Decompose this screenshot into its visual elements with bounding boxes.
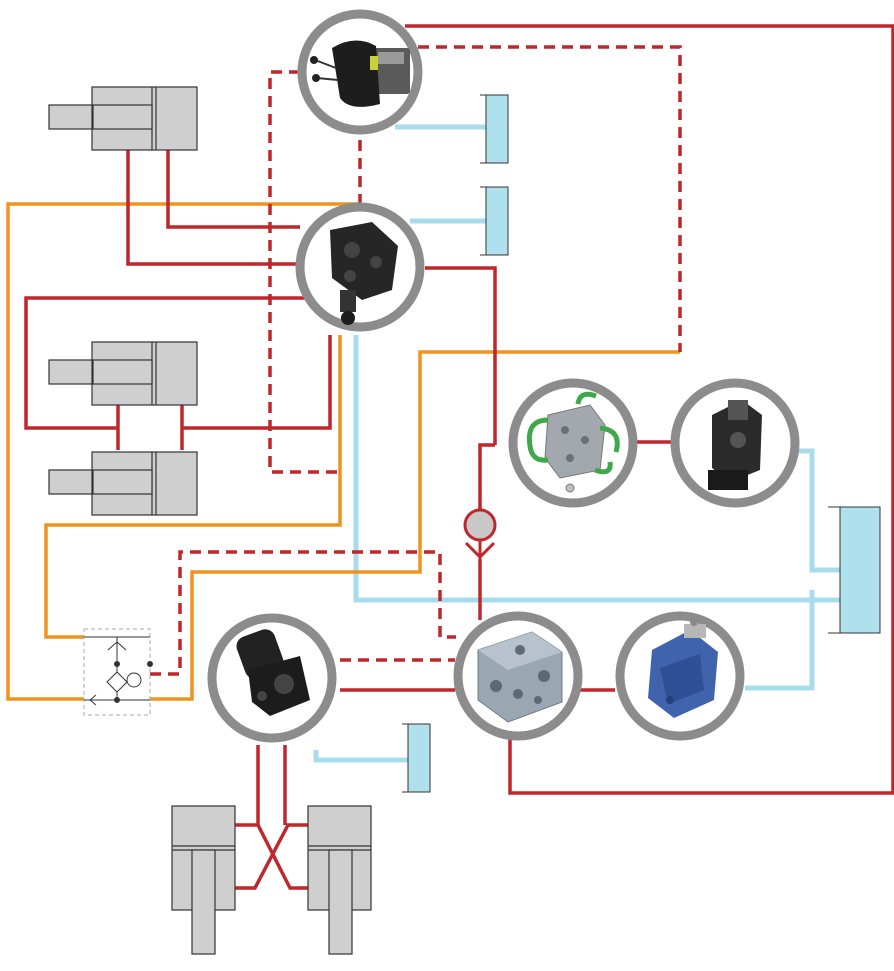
pressure-lines xyxy=(24,24,894,890)
cylinder-middle-lower xyxy=(48,451,198,516)
cylinder-middle-upper xyxy=(48,341,198,406)
return-line-main xyxy=(353,335,840,603)
pilot-lines xyxy=(6,202,680,701)
return-lines xyxy=(313,124,840,763)
steering-unit-icon xyxy=(330,222,398,325)
pilot-line-outer xyxy=(6,202,360,701)
pilot-line-inner xyxy=(150,350,680,701)
joystick-icon xyxy=(310,40,410,107)
return-line-orbital-tank xyxy=(313,750,408,763)
component-pump xyxy=(615,611,745,741)
component-orbital-motor xyxy=(207,613,337,743)
tank-main xyxy=(828,506,881,634)
tank-bottom xyxy=(402,723,431,793)
pilot-line-left xyxy=(44,335,342,639)
check-valve xyxy=(463,508,497,560)
return-line-pump-tank xyxy=(745,590,815,691)
pressure-line-cyl1-a xyxy=(126,148,300,266)
component-distribution-block xyxy=(453,611,583,741)
cylinder-top xyxy=(48,86,198,151)
cylinder-bottom-left xyxy=(171,805,236,955)
tank-top-2 xyxy=(480,186,509,256)
pressure-line-cyl1-b xyxy=(166,148,300,229)
pressure-line-valve-right xyxy=(425,266,497,445)
dashed-line-filter-block xyxy=(150,550,456,676)
dashed-line-joystick-right xyxy=(418,45,682,352)
pressure-line-cyl2-return xyxy=(182,335,332,430)
tank-top-1 xyxy=(480,94,509,164)
component-joystick xyxy=(297,9,423,135)
pressure-line-top-loop xyxy=(405,24,894,795)
motor-icon xyxy=(708,400,762,490)
pressure-line-left-loop xyxy=(24,296,305,430)
orbital-motor-icon xyxy=(236,629,310,716)
pressure-line-cross-2 xyxy=(235,823,308,890)
component-electric-motor xyxy=(670,378,800,508)
component-control-block xyxy=(508,378,638,508)
component-priority-valve xyxy=(295,202,425,332)
hydraulic-pump-icon xyxy=(648,618,718,718)
return-line-motor-tank xyxy=(790,448,840,573)
cylinder-bottom-right xyxy=(307,805,372,955)
pressure-line-check xyxy=(478,443,495,510)
pressure-line-cross-1 xyxy=(235,823,308,890)
pilot-pressure-lines xyxy=(150,45,682,676)
manifold-with-hoses-icon xyxy=(526,391,620,493)
filter-symbol xyxy=(83,628,153,716)
manifold-block-icon xyxy=(477,631,563,723)
